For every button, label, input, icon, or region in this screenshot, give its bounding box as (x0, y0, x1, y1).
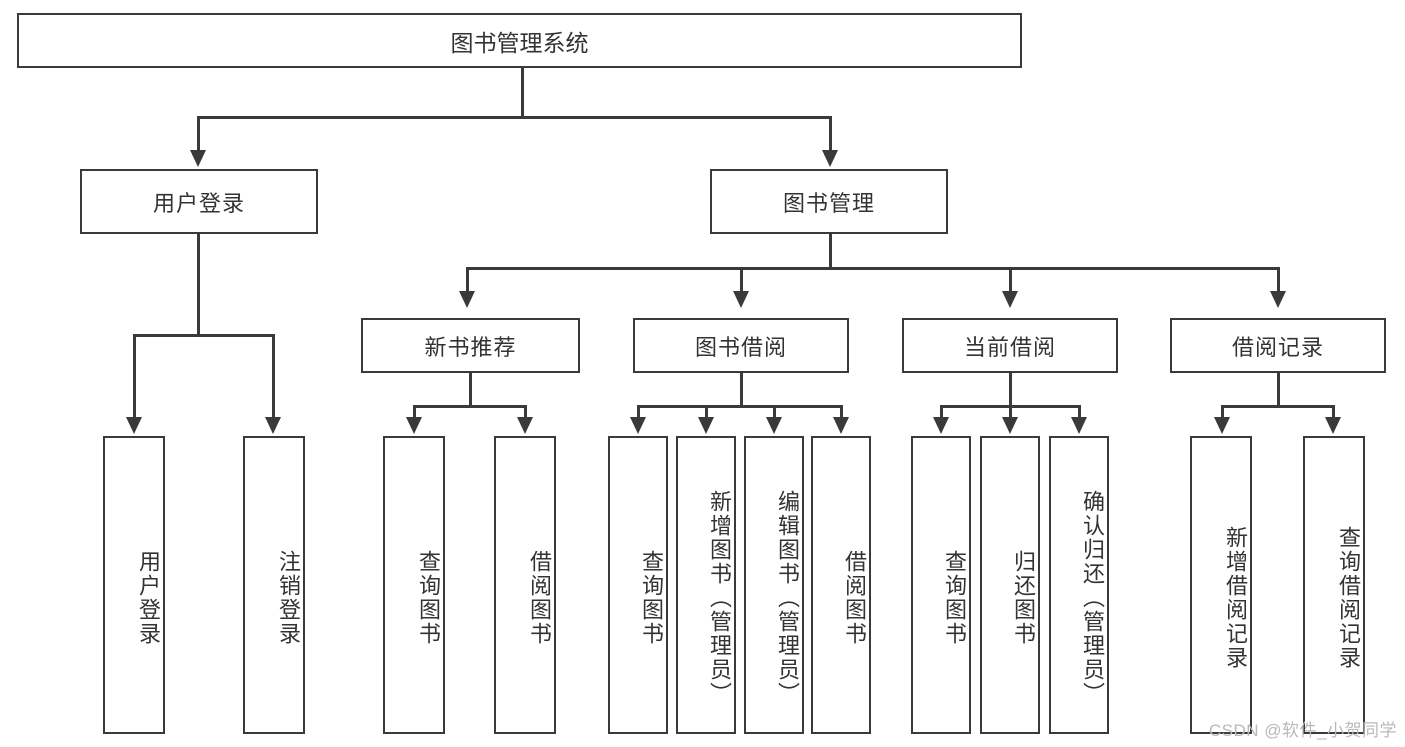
arrow-bm-to-borrow-record (1270, 291, 1286, 308)
leaf-add-book[interactable]: 新增图书（管理员） (676, 436, 736, 734)
node-root-label: 图书管理系统 (450, 29, 589, 56)
connector-cb-stem (1009, 373, 1012, 407)
node-book-management-label: 图书管理 (782, 190, 875, 216)
arrow-bb-leaf-4 (833, 417, 849, 434)
leaf-return-book[interactable]: 归还图书 (980, 436, 1040, 734)
arrow-nbr-leaf-1 (406, 417, 422, 434)
leaf-query-book-2[interactable]: 查询图书 (608, 436, 668, 734)
leaf-edit-book[interactable]: 编辑图书（管理员） (744, 436, 804, 734)
leaf-user-login[interactable]: 用户登录 (103, 436, 165, 734)
node-user-login-label: 用户登录 (152, 190, 245, 216)
leaf-confirm-return-label: 确认归还（管理员） (1080, 490, 1105, 706)
node-book-borrow-label: 图书借阅 (694, 334, 787, 360)
connector-bb-stem (740, 373, 743, 407)
arrow-bb-leaf-3 (766, 417, 782, 434)
arrow-root-to-book-management (822, 150, 838, 167)
connector-book-management-stem (829, 234, 832, 268)
arrow-cb-leaf-2 (1002, 417, 1018, 434)
leaf-query-book-2-label: 查询图书 (639, 550, 664, 646)
node-borrow-record-label: 借阅记录 (1231, 334, 1324, 360)
arrow-br-leaf-2 (1325, 417, 1341, 434)
leaf-add-book-label: 新增图书（管理员） (707, 490, 732, 706)
arrow-root-to-user-login (190, 150, 206, 167)
connector-bm-drop-4 (1277, 267, 1280, 293)
connector-bm-drop-3 (1009, 267, 1012, 293)
arrow-br-leaf-1 (1214, 417, 1230, 434)
connector-nbr-drop-2 (524, 405, 527, 419)
arrow-bb-leaf-1 (630, 417, 646, 434)
connector-br-bus (1221, 405, 1334, 408)
connector-user-login-drop-1 (133, 334, 136, 419)
connector-br-drop-2 (1332, 405, 1335, 419)
connector-root-to-user-login (197, 116, 200, 152)
connector-bm-drop-1 (466, 267, 469, 293)
arrow-user-login-leaf-1 (126, 417, 142, 434)
connector-user-login-drop-2 (272, 334, 275, 419)
arrow-cb-leaf-1 (933, 417, 949, 434)
connector-book-management-bus (466, 267, 1279, 270)
leaf-borrow-book-2-label: 借阅图书 (842, 550, 867, 646)
connector-root-bus (197, 116, 832, 119)
connector-cb-drop-1 (940, 405, 943, 419)
leaf-borrow-book-2[interactable]: 借阅图书 (811, 436, 871, 734)
connector-br-stem (1277, 373, 1280, 407)
connector-bm-drop-2 (740, 267, 743, 293)
arrow-cb-leaf-3 (1071, 417, 1087, 434)
connector-root-stem (521, 68, 524, 117)
node-current-borrow[interactable]: 当前借阅 (902, 318, 1118, 373)
connector-nbr-drop-1 (413, 405, 416, 419)
leaf-add-record[interactable]: 新增借阅记录 (1190, 436, 1252, 734)
node-user-login[interactable]: 用户登录 (80, 169, 318, 234)
watermark: CSDN @软件_小贺同学 (1208, 721, 1397, 740)
node-current-borrow-label: 当前借阅 (963, 334, 1056, 360)
arrow-bm-to-current-borrow (1002, 291, 1018, 308)
node-new-book-recommend-label: 新书推荐 (424, 334, 517, 360)
connector-root-to-book-management (829, 116, 832, 152)
leaf-query-book-1-label: 查询图书 (416, 550, 441, 646)
node-root[interactable]: 图书管理系统 (17, 13, 1022, 68)
leaf-query-record[interactable]: 查询借阅记录 (1303, 436, 1365, 734)
connector-nbr-stem (469, 373, 472, 407)
connector-bb-drop-2 (705, 405, 708, 419)
arrow-user-login-leaf-2 (265, 417, 281, 434)
connector-user-login-bus (133, 334, 274, 337)
connector-bb-drop-3 (773, 405, 776, 419)
arrow-bm-to-book-borrow (733, 291, 749, 308)
node-book-management[interactable]: 图书管理 (710, 169, 948, 234)
leaf-logout-login[interactable]: 注销登录 (243, 436, 305, 734)
connector-br-drop-1 (1221, 405, 1224, 419)
node-book-borrow[interactable]: 图书借阅 (633, 318, 849, 373)
leaf-user-login-label: 用户登录 (136, 550, 161, 646)
node-new-book-recommend[interactable]: 新书推荐 (361, 318, 580, 373)
node-borrow-record[interactable]: 借阅记录 (1170, 318, 1386, 373)
leaf-borrow-book-1[interactable]: 借阅图书 (494, 436, 556, 734)
arrow-bb-leaf-2 (698, 417, 714, 434)
leaf-query-book-1[interactable]: 查询图书 (383, 436, 445, 734)
connector-cb-drop-3 (1078, 405, 1081, 419)
connector-user-login-stem (197, 234, 200, 335)
connector-nbr-bus (413, 405, 526, 408)
leaf-query-book-3[interactable]: 查询图书 (911, 436, 971, 734)
leaf-query-book-3-label: 查询图书 (942, 550, 967, 646)
leaf-logout-login-label: 注销登录 (276, 550, 301, 646)
leaf-query-record-label: 查询借阅记录 (1336, 526, 1361, 670)
leaf-add-record-label: 新增借阅记录 (1223, 526, 1248, 670)
leaf-confirm-return[interactable]: 确认归还（管理员） (1049, 436, 1109, 734)
leaf-borrow-book-1-label: 借阅图书 (527, 550, 552, 646)
connector-bb-drop-4 (840, 405, 843, 419)
leaf-edit-book-label: 编辑图书（管理员） (775, 490, 800, 706)
leaf-return-book-label: 归还图书 (1011, 550, 1036, 646)
arrow-nbr-leaf-2 (517, 417, 533, 434)
connector-bb-drop-1 (637, 405, 640, 419)
connector-cb-drop-2 (1009, 405, 1012, 419)
arrow-bm-to-new-book-recommend (459, 291, 475, 308)
connector-bb-bus (637, 405, 842, 408)
